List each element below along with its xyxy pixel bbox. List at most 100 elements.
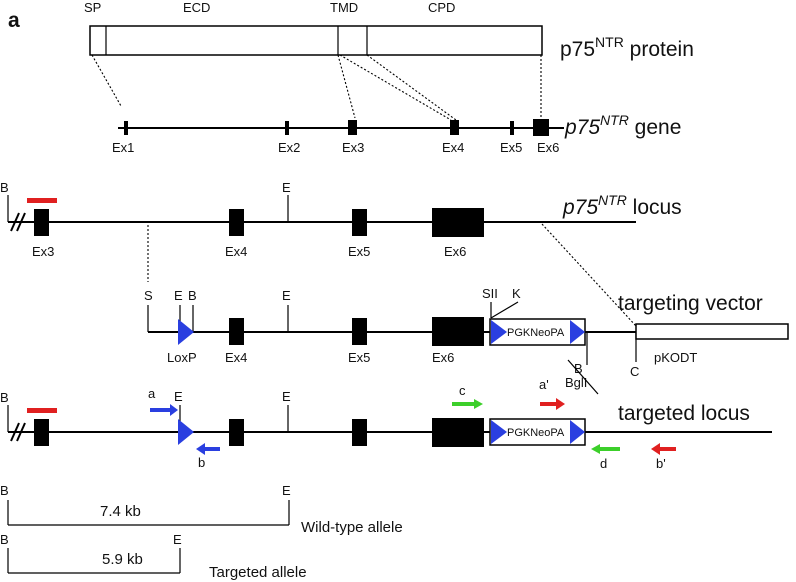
panel-label: a [8, 9, 20, 32]
cassette-loxp-left [491, 320, 507, 344]
neo-cassette-label: PGKNeoPA [507, 427, 565, 439]
gene-exon-4 [450, 120, 459, 135]
vector-site-e2: E [282, 288, 291, 303]
primer-d-label: d [600, 456, 607, 471]
targeted-track: B E E PGKNeoPA targeted locus a b c d a [0, 377, 772, 471]
bglii-label: BglI [565, 375, 587, 390]
bglii-strike [567, 359, 599, 395]
wild-left-site: B [0, 483, 9, 498]
vector-track: S E B LoxP Ex4 E Ex5 Ex6 SII K PGKNeoPA … [144, 286, 789, 395]
gene-track: Ex1 Ex2 Ex3 Ex4 Ex5 Ex6 p75NTR gene [112, 112, 681, 155]
break-mark [10, 422, 20, 442]
protein-bar [89, 25, 543, 56]
break-mark [16, 212, 26, 232]
targeted-left-site: B [0, 532, 9, 547]
plasmid-backbone [635, 323, 789, 340]
domain-label-tmd: TMD [330, 0, 358, 15]
gene-exon-label: Ex2 [278, 140, 300, 155]
locus-exon-label: Ex4 [225, 244, 247, 259]
targeted-site-b: B [0, 390, 9, 405]
vector-exon-6 [432, 317, 484, 346]
targeted-label: Targeted allele [209, 564, 307, 581]
vector-site-k-tick [490, 301, 519, 319]
break-mark [10, 212, 20, 232]
protein-name: p75NTR protein [560, 34, 694, 61]
vector-exon-label: Ex5 [348, 350, 370, 365]
locus-site-b: B [0, 180, 9, 195]
primer-c-arrowhead [474, 399, 483, 409]
targeted-exon-5 [352, 419, 367, 446]
locus-exon-6 [432, 208, 484, 237]
loxp-triangle [178, 419, 194, 445]
targeted-exon-6 [432, 418, 484, 447]
targeted-exon-3 [34, 419, 49, 446]
primer-a-label: a [148, 386, 156, 401]
vector-exon-label: Ex4 [225, 350, 247, 365]
vector-site-e1: E [174, 288, 183, 303]
primer-b-prime-arrowhead [651, 443, 660, 455]
domain-label-sp: SP [84, 0, 101, 15]
gene-exon-5 [510, 121, 514, 135]
vector-exon-5 [352, 318, 367, 345]
bglii-site-b: B [574, 361, 583, 376]
locus-site-e: E [282, 180, 291, 195]
locus-exon-4 [229, 209, 244, 236]
vector-site-b: B [188, 288, 197, 303]
gene-exon-label: Ex6 [537, 140, 559, 155]
neo-cassette-label: PGKNeoPA [507, 327, 565, 339]
vector-site-sii: SII [482, 286, 498, 301]
gene-exon-2 [285, 121, 289, 135]
gene-exon-label: Ex3 [342, 140, 364, 155]
vector-site-s: S [144, 288, 153, 303]
gene-exon-1 [124, 121, 128, 135]
break-mark [16, 422, 26, 442]
targeted-title: targeted locus [618, 402, 750, 425]
primer-a-prime-arrowhead [556, 398, 565, 410]
gene-exon-3 [348, 120, 357, 135]
targeted-site-e1: E [174, 389, 183, 404]
vector-site-k: K [512, 286, 521, 301]
gene-exon-label: Ex1 [112, 140, 134, 155]
locus-vector-mapping [147, 223, 637, 327]
primer-b-prime-label: b' [656, 456, 666, 471]
locus-exon-label: Ex3 [32, 244, 54, 259]
targeted-site-e2: E [282, 389, 291, 404]
vector-title: targeting vector [618, 292, 763, 315]
vector-site-c: C [630, 364, 639, 379]
locus-track: B E Ex3 Ex4 Ex5 Ex6 p75NTR locus [0, 180, 682, 259]
gene-exon-label: Ex4 [442, 140, 464, 155]
gene-exon-label: Ex5 [500, 140, 522, 155]
locus-exon-3 [34, 209, 49, 236]
primer-b-label: b [198, 455, 205, 470]
probe-bar [27, 198, 57, 203]
targeted-exon-4 [229, 419, 244, 446]
targeted-size: 5.9 kb [102, 551, 143, 568]
targeted-bracket: B E 5.9 kb Targeted allele [0, 532, 307, 581]
protein-gene-mapping [91, 54, 542, 121]
plasmid-label: pKODT [654, 350, 697, 365]
locus-exon-5 [352, 209, 367, 236]
targeted-right-site: E [173, 532, 182, 547]
primer-c-label: c [459, 383, 466, 398]
domain-label-cpd: CPD [428, 0, 455, 15]
vector-exon-4 [229, 318, 244, 345]
loxp-label: LoxP [167, 350, 197, 365]
probe-bar [27, 408, 57, 413]
locus-exon-label: Ex5 [348, 244, 370, 259]
wild-right-site: E [282, 483, 291, 498]
domain-label-ecd: ECD [183, 0, 210, 15]
primer-d-arrowhead [591, 444, 600, 454]
protein-track: SP ECD TMD CPD p75NTR protein [84, 0, 694, 61]
primer-a-prime-label: a' [539, 377, 549, 392]
wild-size: 7.4 kb [100, 503, 141, 520]
wild-label: Wild-type allele [301, 519, 403, 536]
loxp-triangle [178, 319, 194, 345]
primer-a-arrowhead [170, 404, 178, 416]
locus-exon-label: Ex6 [444, 244, 466, 259]
cassette-loxp-left [491, 420, 507, 444]
wild-type-bracket: B E 7.4 kb Wild-type allele [0, 483, 403, 536]
cassette-loxp-right [570, 420, 585, 444]
gene-exon-6 [533, 119, 549, 136]
